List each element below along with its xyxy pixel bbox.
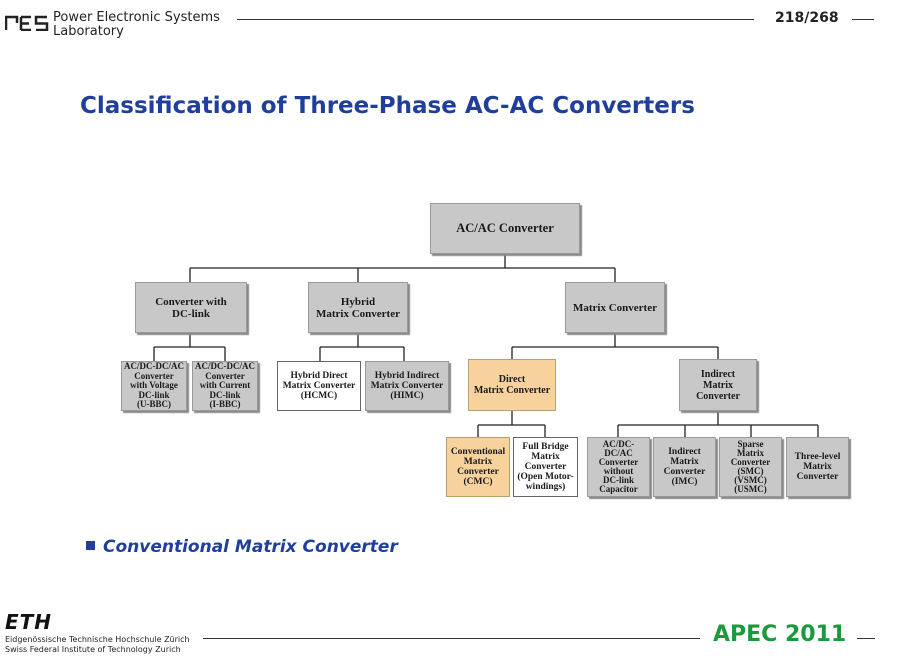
header-divider-right	[852, 19, 874, 20]
pes-logo-icon	[5, 15, 49, 31]
footer-divider	[203, 638, 700, 639]
slide-title: Classification of Three-Phase AC-AC Conv…	[80, 93, 695, 119]
box-three-level: Three-level Matrix Converter	[786, 437, 849, 497]
box-smc: Sparse Matrix Converter (SMC) (VSMC) (US…	[719, 437, 782, 497]
box-indirect-matrix: Indirect Matrix Converter	[679, 359, 757, 411]
box-converter-dc-link: Converter with DC-link	[135, 282, 247, 333]
page-number: 218/268	[775, 10, 839, 26]
bullet-marker	[86, 541, 95, 550]
footer-divider-right	[857, 638, 875, 639]
box-u-bbc: AC/DC-DC/AC Converter with Voltage DC-li…	[121, 361, 187, 411]
eth-logo: ETH	[5, 610, 53, 634]
box-himc: Hybrid Indirect Matrix Converter (HIMC)	[365, 361, 449, 411]
box-full-bridge: Full Bridge Matrix Converter (Open Motor…	[513, 437, 578, 497]
box-i-bbc: AC/DC-DC/AC Converter with Current DC-li…	[192, 361, 258, 411]
box-ac-ac-converter: AC/AC Converter	[430, 203, 580, 254]
apec-logo: APEC 2011	[713, 622, 847, 647]
box-matrix-converter: Matrix Converter	[565, 282, 665, 333]
eth-subtitle: Eidgenössische Technische Hochschule Zür…	[5, 635, 190, 654]
box-hybrid-matrix: Hybrid Matrix Converter	[308, 282, 408, 333]
box-no-dc-link-capacitor: AC/DC- DC/AC Converter without DC-link C…	[587, 437, 650, 497]
box-cmc: Conventional Matrix Converter (CMC)	[446, 437, 510, 497]
box-direct-matrix: Direct Matrix Converter	[468, 359, 556, 411]
lab-name: Power Electronic Systems Laboratory	[53, 10, 220, 39]
bullet-text: Conventional Matrix Converter	[103, 537, 398, 557]
box-hcmc: Hybrid Direct Matrix Converter (HCMC)	[277, 361, 361, 411]
header-divider	[237, 19, 754, 20]
box-imc: Indirect Matrix Converter (IMC)	[653, 437, 716, 497]
